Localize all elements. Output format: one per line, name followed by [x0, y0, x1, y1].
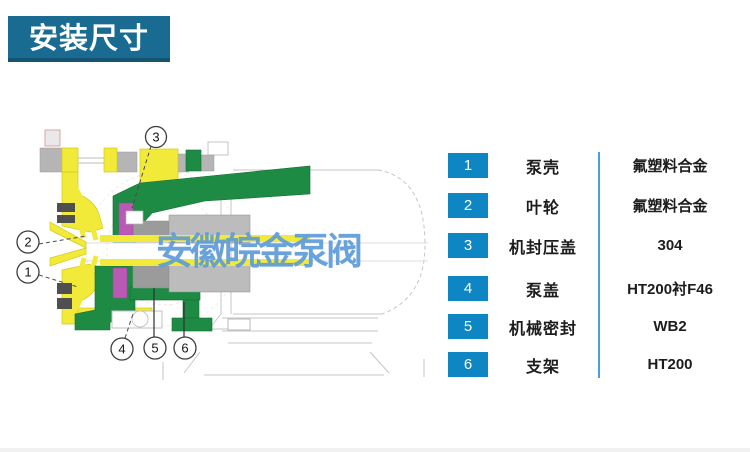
part-name: 泵壳: [525, 159, 560, 177]
seal-gland-notch: [125, 210, 144, 225]
part-number-badge: 2: [448, 193, 488, 218]
parts-material-table: 1 泵壳 氟塑料合金 2 叶轮 氟塑料合金 3 机封压盖 304 4 泵盖 HT…: [448, 150, 740, 382]
section-bottom-edge: [0, 448, 750, 452]
callout-4-label: 4: [118, 342, 125, 357]
part-number-badge: 5: [448, 314, 488, 339]
part-number-badge: 6: [448, 352, 488, 377]
part-material: HT200衬F46: [627, 281, 713, 298]
part-number-badge: 4: [448, 276, 488, 301]
section-title-banner: 安装尺寸: [8, 16, 170, 62]
callout-2-label: 2: [24, 235, 31, 250]
callout-leaders: [38, 145, 185, 339]
table-column-divider: [598, 152, 600, 378]
callout-6-circle: [173, 336, 197, 360]
discharge-flange: [39, 129, 215, 173]
table-row: 5 机械密封 WB2: [448, 314, 740, 340]
table-row: 4 泵盖 HT200衬F46: [448, 276, 740, 302]
part-name: 泵盖: [525, 282, 560, 300]
table-row: 2 叶轮 氟塑料合金: [448, 193, 740, 219]
callout-2-circle: [16, 230, 40, 254]
callout-1-label: 1: [24, 265, 31, 280]
callout-5-circle: [143, 336, 167, 360]
part-material: WB2: [653, 318, 687, 335]
callout-6-label: 6: [181, 341, 188, 356]
callout-3-circle: [144, 125, 168, 149]
callout-5-label: 5: [151, 341, 158, 356]
pump-cross-section-diagram: 3 2 1 4 5 6: [16, 125, 428, 380]
callout-1-circle: [16, 260, 40, 284]
callout-3-label: 3: [152, 130, 159, 145]
cover-lining-strips: [100, 235, 310, 266]
part-name: 支架: [525, 358, 560, 376]
part-material: HT200: [647, 356, 693, 373]
shaft-housing-gray: [132, 214, 251, 293]
part-material: 氟塑料合金: [632, 158, 708, 175]
wear-rings-dark: [57, 203, 75, 309]
callout-circles: 3 2 1 4 5 6: [16, 125, 197, 361]
part-material: 304: [657, 237, 683, 254]
part-name: 叶轮: [525, 199, 560, 217]
section-title: 安装尺寸: [28, 22, 149, 55]
table-row: 6 支架 HT200: [448, 352, 740, 378]
part-name: 机封压盖: [508, 239, 577, 257]
table-row: 1 泵壳 氟塑料合金: [448, 153, 740, 179]
part-material: 氟塑料合金: [632, 198, 708, 215]
table-row: 3 机封压盖 304: [448, 233, 740, 259]
part-number-badge: 3: [448, 233, 488, 258]
callout-4-circle: [110, 337, 134, 361]
part-name: 机械密封: [508, 320, 577, 338]
drain-fitting: [111, 310, 163, 329]
part-number-badge: 1: [448, 153, 488, 178]
